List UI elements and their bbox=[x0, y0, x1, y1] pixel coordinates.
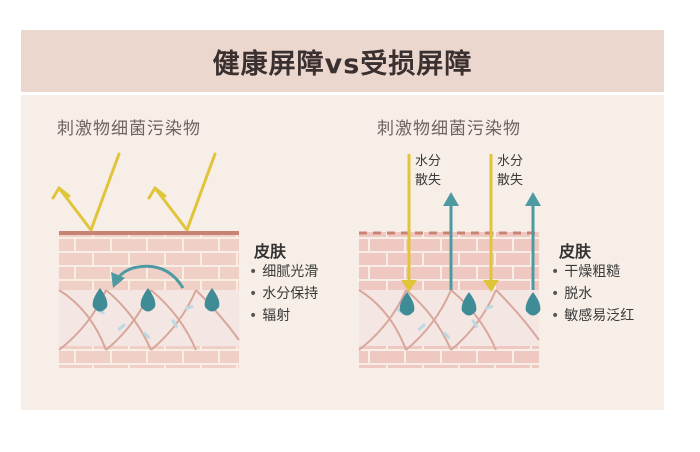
damaged-barrier-diagram bbox=[358, 154, 541, 368]
healthy-feature-item: 水分保持 bbox=[249, 283, 318, 305]
damaged-skin-label: 皮肤 bbox=[559, 242, 592, 261]
title-bar: 健康屏障vs受损屏障 bbox=[21, 30, 664, 92]
damaged-feature-list: 干燥粗糙 脱水 敏感易泛红 bbox=[551, 261, 634, 327]
damaged-feature-item: 干燥粗糙 bbox=[551, 261, 634, 283]
healthy-feature-list: 细腻光滑 水分保持 辐射 bbox=[249, 261, 318, 327]
water-loss-label-1: 水分散失 bbox=[414, 154, 441, 188]
infographic-card: 健康屏障vs受损屏障 刺激物细菌污染物 bbox=[21, 30, 664, 410]
reflected-irritant-arrows bbox=[51, 152, 217, 232]
title-divider bbox=[21, 92, 664, 95]
water-loss-label-2: 水分散失 bbox=[496, 154, 523, 188]
penetrating-irritant-arrows bbox=[401, 154, 499, 292]
page-title: 健康屏障vs受损屏障 bbox=[212, 48, 473, 80]
damaged-feature-item: 脱水 bbox=[551, 283, 634, 305]
water-droplets bbox=[92, 288, 220, 312]
healthy-skin-label: 皮肤 bbox=[254, 242, 287, 261]
damaged-irritant-label: 刺激物细菌污染物 bbox=[377, 119, 521, 139]
damaged-skin-section bbox=[358, 231, 540, 368]
water-droplets bbox=[399, 292, 541, 316]
healthy-feature-item: 细腻光滑 bbox=[249, 261, 318, 283]
damaged-feature-item: 敏感易泛红 bbox=[551, 305, 634, 327]
retention-curve-arrow bbox=[111, 264, 185, 289]
healthy-irritant-label: 刺激物细菌污染物 bbox=[57, 119, 201, 139]
healthy-feature-item: 辐射 bbox=[249, 305, 318, 327]
healthy-barrier-diagram bbox=[51, 152, 240, 368]
water-loss-arrows bbox=[443, 192, 541, 290]
